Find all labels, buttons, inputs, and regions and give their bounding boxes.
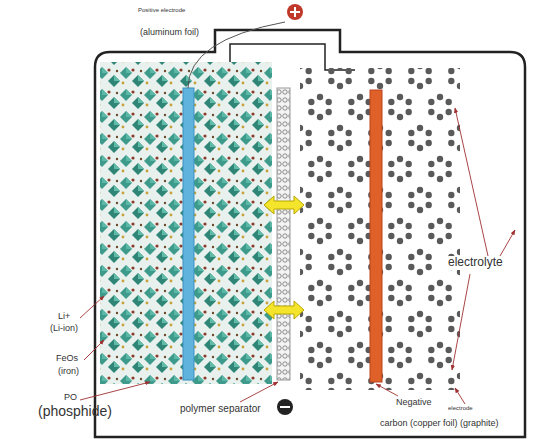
leader-lines [80, 108, 515, 404]
graphite-anode [300, 68, 460, 390]
ion-flow-arrows [264, 196, 304, 319]
copper-foil [370, 90, 382, 382]
material-label: FeOs [56, 353, 78, 363]
lifepo4-cathode [100, 62, 272, 384]
material-label: (phosphide) [38, 403, 112, 419]
anode-label: carbon (copper foil) (graphite) [380, 418, 499, 428]
ion-label: (Li-ion) [50, 323, 78, 333]
electrode-label: Positive electrode [138, 7, 185, 14]
material-label: (iron) [58, 366, 79, 376]
battery-housing [95, 30, 525, 437]
foil-lead [188, 22, 285, 88]
separator-label: polymer separator [180, 403, 261, 415]
electrode-label: electrode [448, 405, 473, 412]
aluminum-foil [183, 88, 194, 380]
positive-terminal-symbol [287, 4, 303, 20]
ion-label: Li+ [58, 311, 70, 321]
electrode-label: Negative [396, 397, 432, 407]
material-label: PO [64, 392, 77, 402]
polymer-separator [277, 88, 290, 380]
negative-terminal-symbol [277, 399, 293, 415]
electrolyte-label: electrolyte [448, 256, 503, 270]
foil-label: (aluminum foil) [140, 27, 199, 37]
